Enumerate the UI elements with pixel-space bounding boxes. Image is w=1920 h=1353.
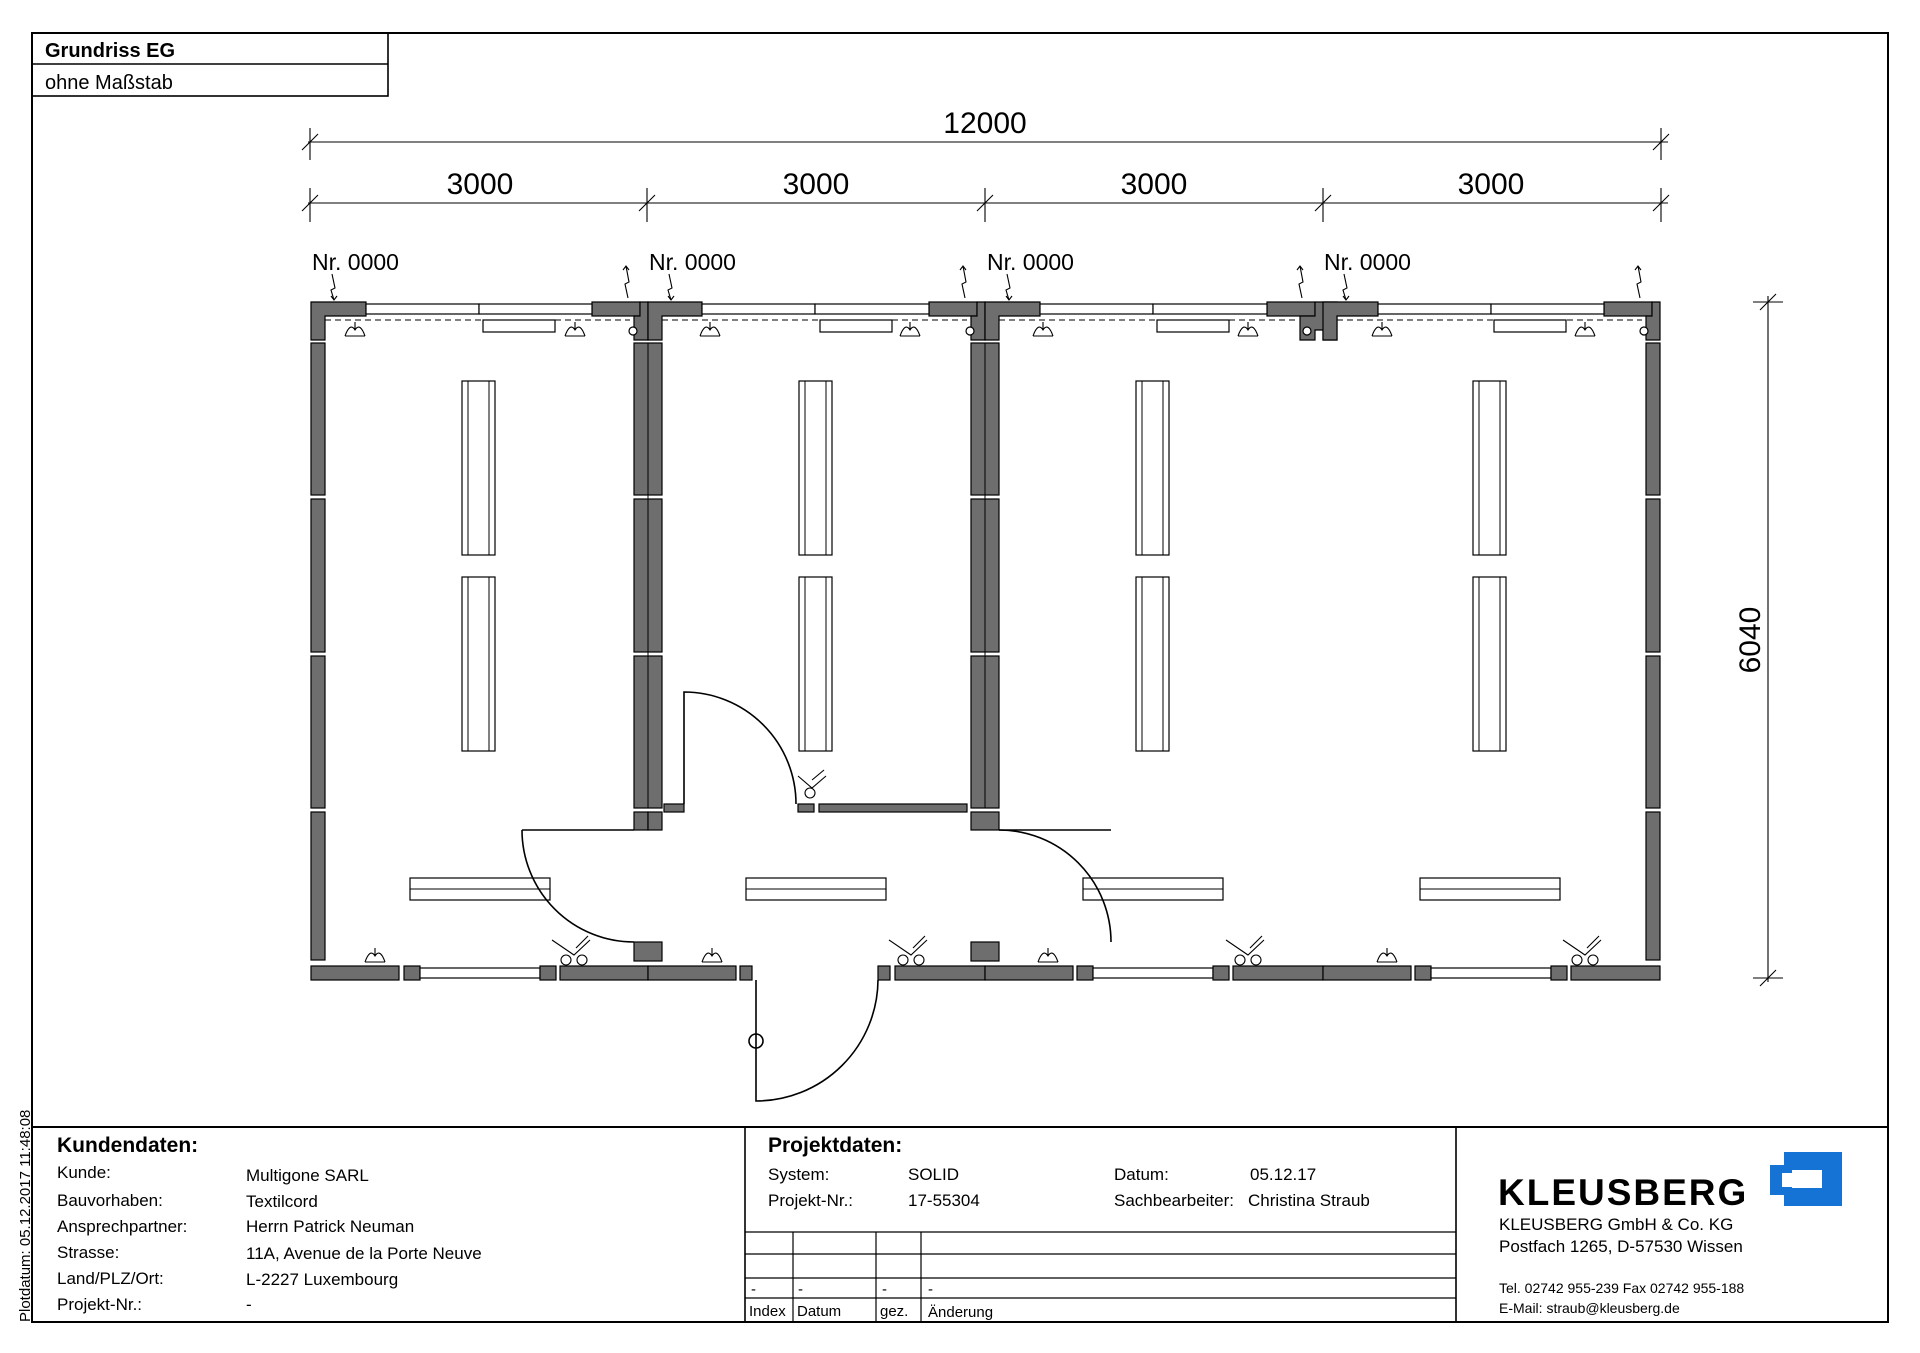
project-system-value: SOLID (908, 1165, 959, 1184)
module-labels: Nr. 0000 Nr. 0000 Nr. 0000 Nr. 0000 (312, 249, 1642, 301)
customer-value-4: L-2227 Luxembourg (246, 1270, 398, 1289)
project-date-label: Datum: (1114, 1165, 1169, 1184)
dimension-segment-1: 3000 (447, 168, 514, 201)
dimension-lines: 12000 3000 3000 3000 3000 6040 (301, 107, 1783, 987)
customer-value-0: Multigone SARL (246, 1166, 369, 1185)
module-label-2: Nr. 0000 (649, 249, 736, 275)
company-address: Postfach 1265, D-57530 Wissen (1499, 1237, 1743, 1256)
project-clerk-value: Christina Straub (1248, 1191, 1370, 1210)
dimension-segment-3: 3000 (1121, 168, 1188, 201)
ceiling-fixtures (344, 322, 1596, 337)
title-box: Grundriss EG ohne Maßstab (31, 32, 389, 97)
dimension-depth: 6040 (1734, 607, 1767, 674)
revision-header-index: Index (749, 1303, 786, 1320)
company-phone: Tel. 02742 955-239 Fax 02742 955-188 (1499, 1280, 1744, 1296)
customer-value-3: 11A, Avenue de la Porte Neuve (246, 1244, 482, 1263)
customer-value-2: Herrn Patrick Neuman (246, 1217, 414, 1236)
module-label-3: Nr. 0000 (987, 249, 1074, 275)
project-nr-label: Projekt-Nr.: (768, 1191, 853, 1210)
customer-label-0: Kunde: (57, 1163, 111, 1182)
project-nr-value: 17-55304 (908, 1191, 980, 1210)
side-walls (310, 342, 1661, 961)
revision-header-drawn: gez. (880, 1303, 908, 1320)
project-heading: Projektdaten: (768, 1134, 902, 1157)
drawing-title: Grundriss EG (45, 40, 175, 62)
module-label-1: Nr. 0000 (312, 249, 399, 275)
top-wall (310, 301, 1661, 341)
drawing-scale: ohne Maßstab (45, 72, 173, 94)
customer-value-5: - (246, 1295, 252, 1314)
sheet-frame (31, 32, 1889, 1323)
customer-data: Kundendaten: Kunde: Multigone SARL Bauvo… (57, 1134, 482, 1314)
customer-heading: Kundendaten: (57, 1134, 198, 1157)
customer-label-4: Land/PLZ/Ort: (57, 1269, 164, 1288)
dimension-segment-2: 3000 (783, 168, 850, 201)
socket-symbols (364, 769, 1602, 966)
company-logo-mark (1770, 1152, 1842, 1206)
company-email: E-Mail: straub@kleusberg.de (1499, 1300, 1680, 1316)
revision-index-value: - (751, 1281, 756, 1298)
revision-date-value: - (798, 1281, 803, 1298)
customer-label-5: Projekt-Nr.: (57, 1295, 142, 1314)
partition-walls (633, 342, 1000, 962)
revision-drawn-value: - (882, 1281, 887, 1298)
floor-plan (310, 301, 1661, 1102)
customer-label-3: Strasse: (57, 1243, 119, 1262)
module-label-4: Nr. 0000 (1324, 249, 1411, 275)
customer-label-1: Bauvorhaben: (57, 1191, 163, 1210)
revision-header-change: Änderung (928, 1304, 993, 1321)
bottom-wall (310, 965, 1661, 981)
title-block: Kundendaten: Kunde: Multigone SARL Bauvo… (32, 1126, 1888, 1322)
customer-label-2: Ansprechpartner: (57, 1217, 187, 1236)
dimension-segment-4: 3000 (1458, 168, 1525, 201)
project-date-value: 05.12.17 (1250, 1165, 1316, 1184)
doors (521, 691, 1112, 1102)
plot-date: Plotdatum: 05.12.2017 11:48:08 (17, 1110, 34, 1322)
project-data: Projektdaten: System: SOLID Projekt-Nr.:… (745, 1134, 1456, 1322)
customer-value-1: Textilcord (246, 1192, 318, 1211)
project-clerk-label: Sachbearbeiter: (1114, 1191, 1234, 1210)
revision-change-value: - (928, 1281, 933, 1298)
company-logo-text: KLEUSBERG (1498, 1172, 1748, 1213)
dimension-total-width: 12000 (943, 107, 1026, 140)
light-fixtures (409, 380, 1561, 901)
revision-header-date: Datum (797, 1303, 841, 1320)
company-name: KLEUSBERG GmbH & Co. KG (1499, 1215, 1733, 1234)
project-system-label: System: (768, 1165, 829, 1184)
company-block: KLEUSBERG KLEUSBERG GmbH & Co. KG Postfa… (1498, 1152, 1842, 1316)
